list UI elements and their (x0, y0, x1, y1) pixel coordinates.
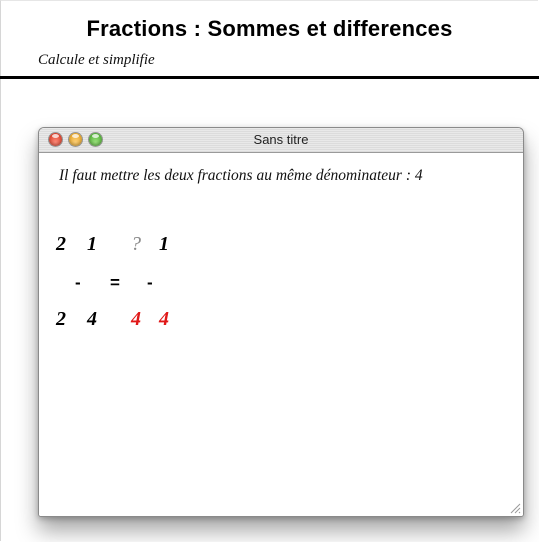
result-right-denominator: 4 (159, 308, 169, 330)
equals-sign: = (110, 273, 120, 292)
window-title: Sans titre (253, 132, 309, 147)
zoom-window-icon[interactable] (89, 133, 102, 146)
page-title: Fractions : Sommes et differences (86, 16, 453, 41)
close-window-icon[interactable] (49, 133, 62, 146)
fraction1-denominator: 2 (56, 308, 66, 330)
fraction2-numerator: 1 (87, 233, 97, 255)
app-window: Sans titre Il faut mettre les deux fract… (38, 127, 524, 517)
minus-operator: - (75, 273, 81, 292)
window-content: Il faut mettre les deux fractions au mêm… (39, 153, 523, 516)
result-left-denominator: 4 (131, 308, 141, 330)
resize-grip-icon[interactable] (509, 502, 521, 514)
instruction-text: Il faut mettre les deux fractions au mêm… (59, 167, 423, 184)
header-divider (0, 76, 539, 79)
fraction1-numerator: 2 (56, 233, 66, 255)
minus-operator-result: - (147, 273, 153, 292)
fraction2-denominator: 4 (87, 308, 97, 330)
result-left-numerator-input[interactable]: ? (131, 233, 141, 255)
result-right-numerator: 1 (159, 233, 169, 255)
page-subtitle: Calcule et simplifie (38, 52, 155, 68)
minimize-window-icon[interactable] (69, 133, 82, 146)
window-titlebar[interactable]: Sans titre (39, 128, 523, 153)
